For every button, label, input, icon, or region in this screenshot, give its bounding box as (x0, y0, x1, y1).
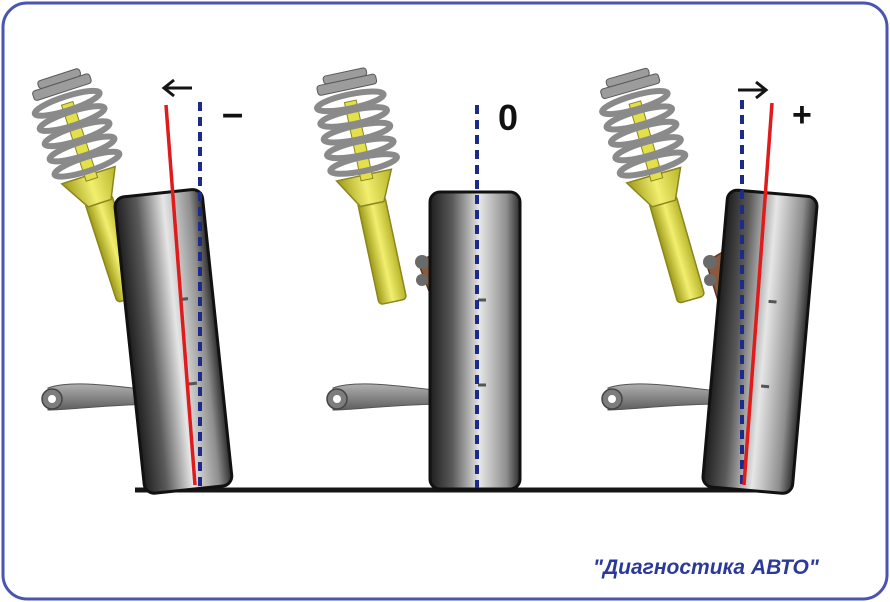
strut-assembly (599, 67, 705, 304)
wheel-tire (113, 188, 234, 495)
suspension-positive-camber (599, 67, 819, 495)
arrow-left-icon (161, 78, 192, 98)
suspension-negative-camber (31, 68, 234, 495)
lower-control-arm (601, 383, 726, 411)
camber-sign-zero: 0 (498, 97, 519, 138)
wheel-center-axis-line (164, 104, 197, 486)
strut-assembly (314, 67, 407, 305)
camber-sign-negative: – (222, 93, 244, 135)
wheel-tire (701, 188, 819, 495)
arrow-right-icon (738, 80, 769, 100)
wheel-tire (428, 190, 522, 491)
suspension-zero-camber (314, 67, 522, 491)
camber-sign-positive: + (792, 96, 812, 134)
watermark-text: "Диагностика АВТО" (593, 556, 819, 579)
coil-spring (31, 87, 123, 180)
wheel-center-axis-line (742, 102, 774, 486)
coil-spring (314, 88, 400, 177)
coil-spring (599, 88, 689, 179)
